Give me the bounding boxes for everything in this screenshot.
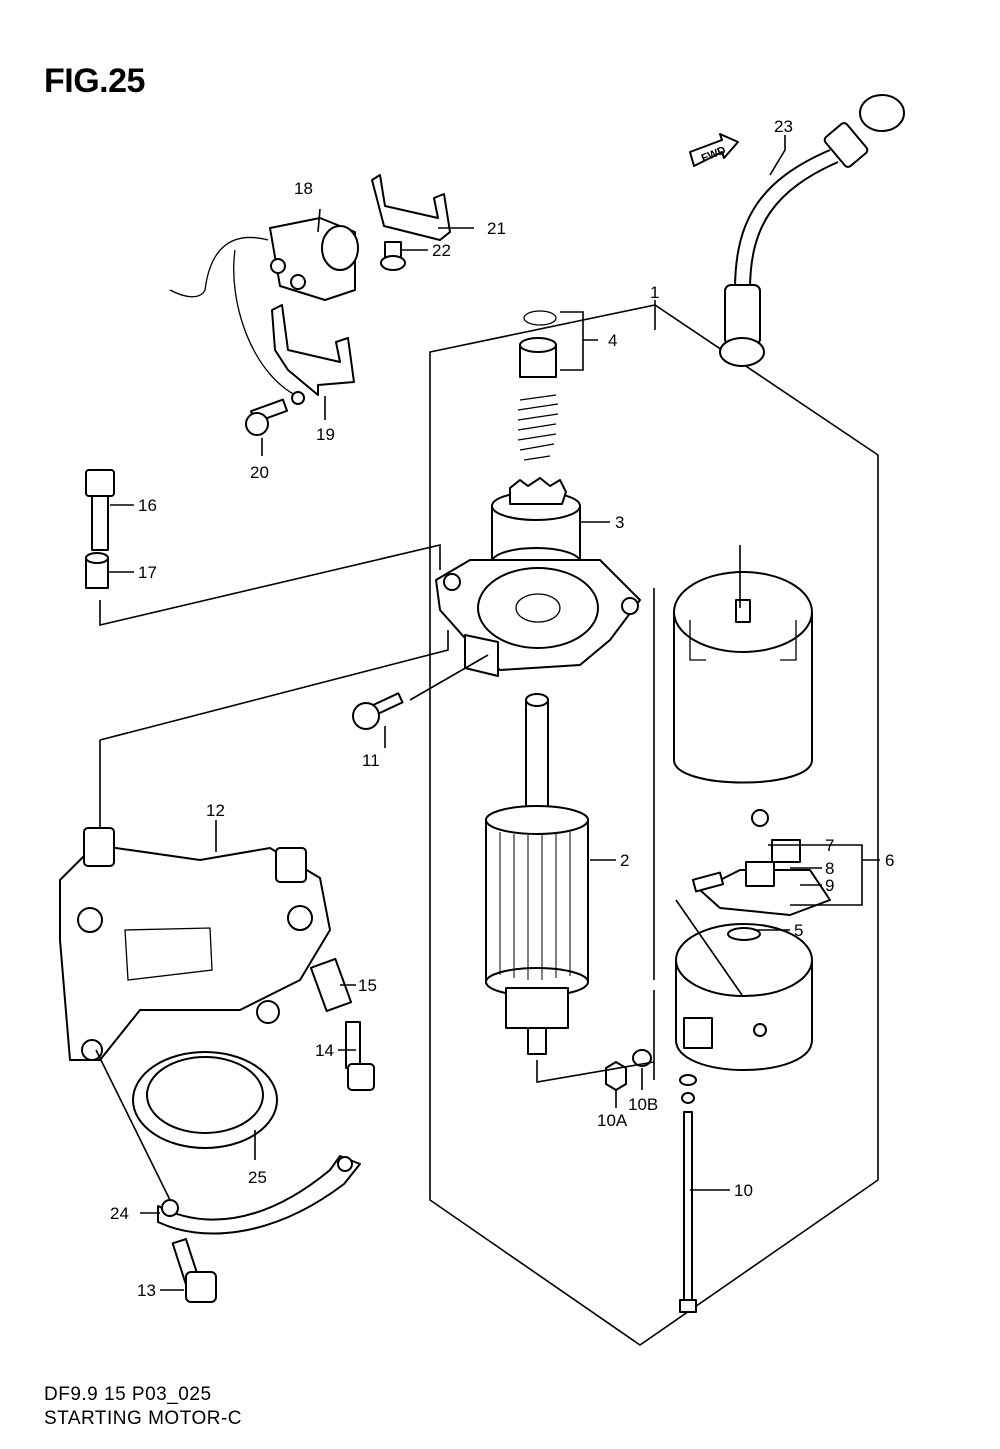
callout-21: 21 xyxy=(487,219,506,238)
callout-6: 6 xyxy=(885,851,894,870)
figure-title: FIG.25 xyxy=(44,62,145,100)
part-3-pinion xyxy=(491,477,581,577)
fwd-arrow-icon: FWD xyxy=(689,133,739,167)
callout-25: 25 xyxy=(248,1168,267,1187)
callout-24: 24 xyxy=(110,1204,129,1223)
part-6-brush-holder xyxy=(691,809,831,916)
part-22-screw xyxy=(380,241,406,271)
part-10-through-bolt xyxy=(679,1074,697,1313)
part-14-bolt xyxy=(345,1021,375,1091)
part-19-bracket xyxy=(271,304,355,396)
callout-3: 3 xyxy=(615,513,624,532)
callout-16: 16 xyxy=(138,496,157,515)
callout-4: 4 xyxy=(608,331,617,350)
callout-13: 13 xyxy=(137,1281,156,1300)
callout-7: 7 xyxy=(825,836,834,855)
part-16-bolt xyxy=(85,469,115,551)
callout-17: 17 xyxy=(138,563,157,582)
pinion-spring xyxy=(517,394,559,461)
front-bracket xyxy=(435,559,641,677)
part-2-armature xyxy=(485,693,589,1055)
callout-20: 20 xyxy=(250,463,269,482)
callout-12: 12 xyxy=(206,801,225,820)
callout-2: 2 xyxy=(620,851,629,870)
callout-labels: 1 2 3 4 5 6 7 8 9 10 10A 10B 11 12 13 14… xyxy=(110,117,894,1300)
leader-lines xyxy=(95,135,880,1291)
callout-10a: 10A xyxy=(597,1111,628,1130)
part-25-cushion xyxy=(132,1051,278,1149)
callout-9: 9 xyxy=(825,876,834,895)
part-10b-washer xyxy=(632,1049,652,1067)
part-4-stop-ring-collar xyxy=(519,310,557,378)
part-21-bracket xyxy=(371,174,451,241)
part-11-screw xyxy=(352,692,404,730)
callout-15: 15 xyxy=(358,976,377,995)
callout-23: 23 xyxy=(774,117,793,136)
callout-1: 1 xyxy=(650,283,659,302)
yoke xyxy=(673,571,813,784)
part-18-starter-relay xyxy=(169,217,359,405)
part-5-rear-bracket xyxy=(675,923,813,1071)
diagram-caption: STARTING MOTOR-C xyxy=(44,1408,242,1429)
part-13-bolt xyxy=(171,1238,217,1303)
callout-22: 22 xyxy=(432,241,451,260)
part-17-collar xyxy=(85,552,109,589)
callout-5: 5 xyxy=(794,921,803,940)
callout-10b: 10B xyxy=(628,1095,658,1114)
part-20-bolt xyxy=(245,398,289,436)
callout-8: 8 xyxy=(825,859,834,878)
part-24-band xyxy=(157,1155,361,1235)
callout-11: 11 xyxy=(362,751,380,770)
callout-14: 14 xyxy=(315,1041,334,1060)
callout-19: 19 xyxy=(316,425,335,444)
callout-10: 10 xyxy=(734,1181,753,1200)
callout-18: 18 xyxy=(294,179,313,198)
part-23-lead-wire xyxy=(719,94,905,367)
part-12-mounting-bracket xyxy=(59,827,331,1061)
part-10a-nut xyxy=(605,1061,627,1091)
diagram-code: DF9.9 15 P03_025 xyxy=(44,1384,212,1405)
part-15-collar xyxy=(309,957,353,1013)
